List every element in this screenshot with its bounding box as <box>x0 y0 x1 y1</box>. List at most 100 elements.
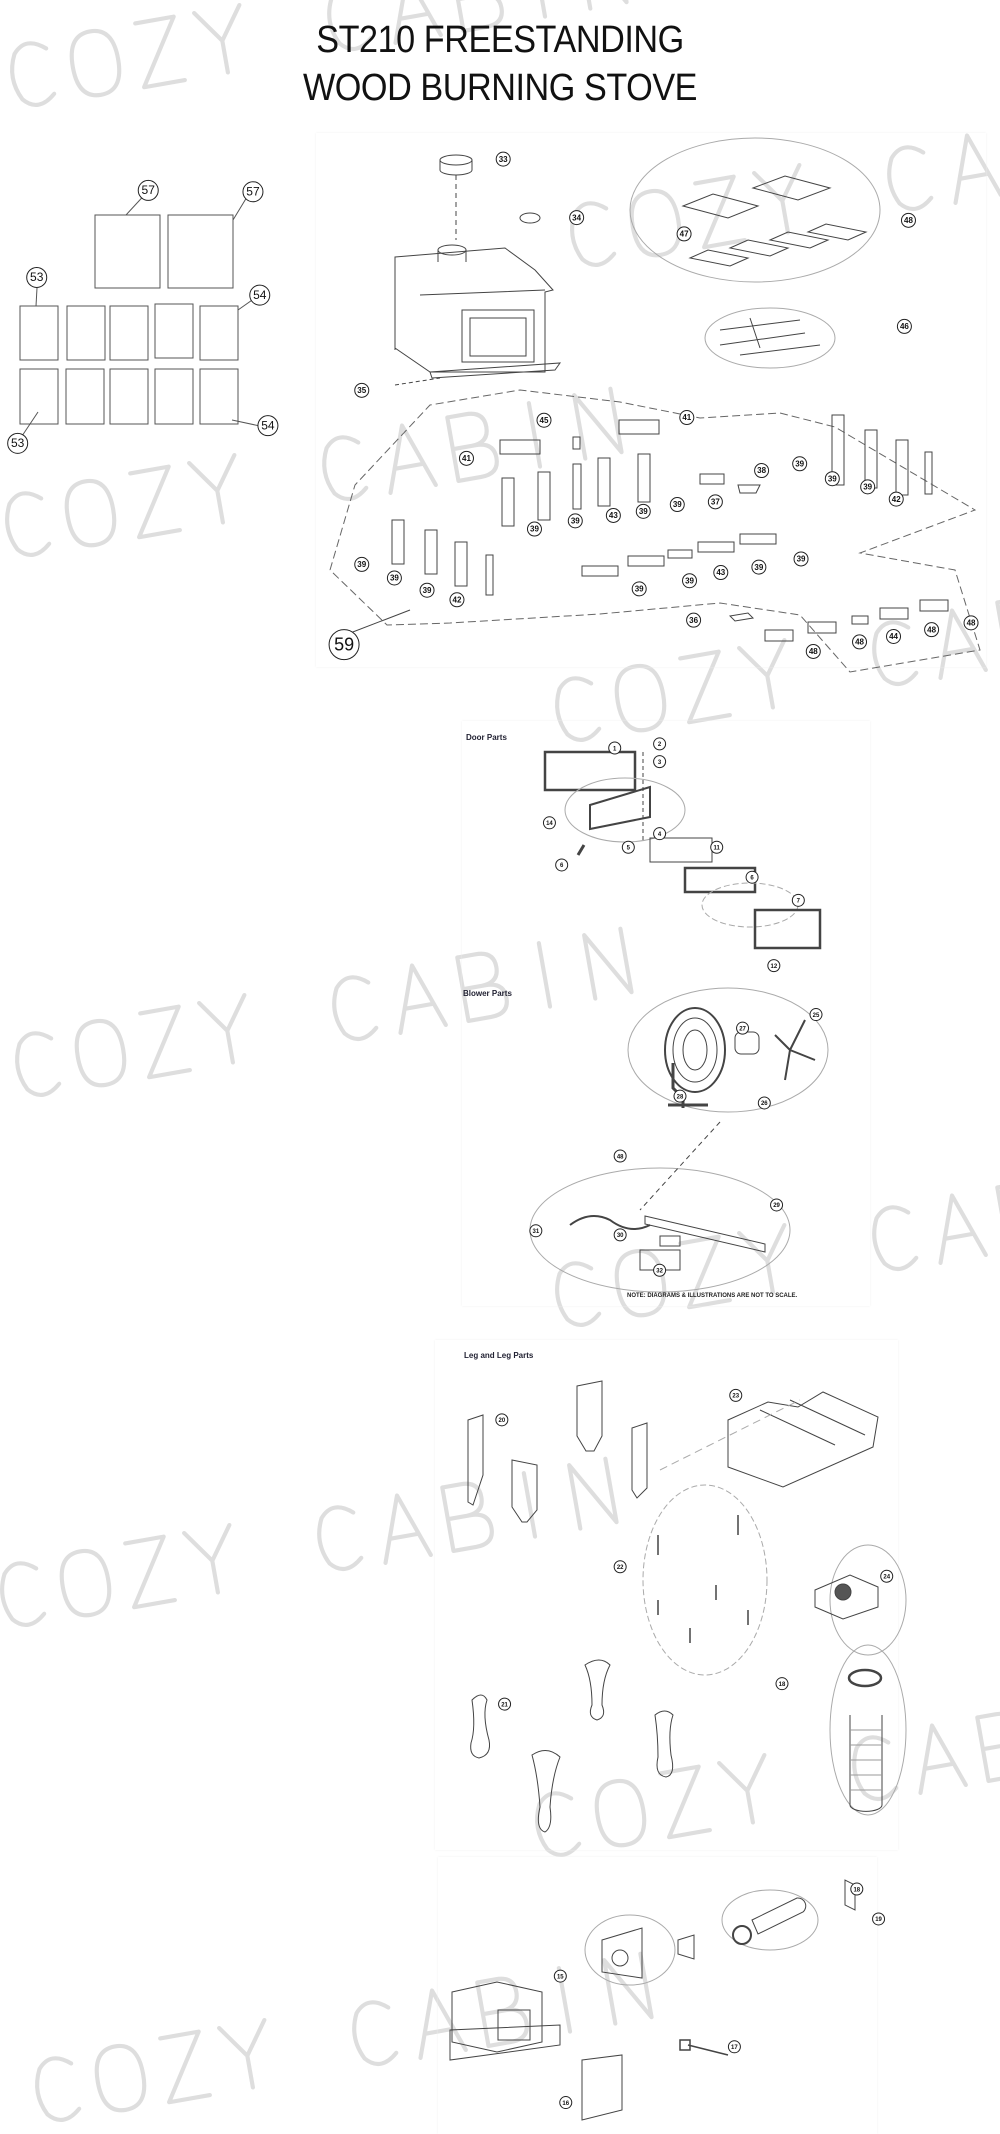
callout-circle <box>805 643 821 659</box>
watermark-logo <box>570 133 1000 267</box>
watermark-glyph <box>678 1234 732 1310</box>
part-callout-54: 54 <box>257 415 279 437</box>
watermark-glyph <box>332 975 379 1042</box>
callout-circle <box>498 1697 512 1711</box>
callout-number: 33 <box>499 155 508 164</box>
callout-circle <box>713 565 729 581</box>
part-callout-12: 12 <box>767 959 781 973</box>
callout-number: 2 <box>658 742 662 748</box>
watermark-glyph <box>388 423 438 495</box>
watermark-glyph <box>455 951 509 1023</box>
part-callout-53: 53 <box>7 432 29 454</box>
callout-circle <box>792 456 808 472</box>
callout-number: 39 <box>754 563 763 572</box>
watermark-glyph <box>614 1248 667 1318</box>
callout-circle <box>886 628 902 644</box>
callout-number: 7 <box>797 899 801 905</box>
part-callout-48: 48 <box>805 643 821 659</box>
watermark-glyph <box>327 0 374 52</box>
watermark-glyph <box>94 2043 147 2113</box>
part-callout-30: 30 <box>613 1228 627 1242</box>
part-callout-54: 54 <box>249 284 271 306</box>
callout-circle <box>567 513 583 529</box>
part-callout-38: 38 <box>754 463 770 479</box>
part-callout-47: 47 <box>676 226 692 242</box>
watermark-glyph <box>59 1548 112 1618</box>
callout-circle <box>896 318 912 334</box>
callout-number: 48 <box>617 1154 624 1160</box>
callout-number: 42 <box>892 495 901 504</box>
part-callout-35: 35 <box>354 382 370 398</box>
part-callout-39: 39 <box>526 521 542 537</box>
watermark-glyph <box>693 174 747 250</box>
page-title-line-2: WOOD BURNING STOVE <box>302 67 698 109</box>
watermark-glyph <box>555 676 602 742</box>
part-callout-2: 2 <box>653 737 667 751</box>
watermark-glyph <box>602 1951 654 2026</box>
watermark-logo <box>10 0 629 107</box>
watermark-glyph <box>717 1752 767 1825</box>
callout-circle <box>775 1677 789 1691</box>
part-callout-21: 21 <box>498 1697 512 1711</box>
callout-number: 39 <box>423 586 432 595</box>
part-callout-7: 7 <box>791 893 805 907</box>
watermark-logo <box>15 926 634 1097</box>
callout-circle <box>880 1569 894 1583</box>
callout-number: 39 <box>685 576 694 585</box>
callout-circle <box>963 615 979 631</box>
callout-circle <box>553 1969 567 1983</box>
part-callout-44: 44 <box>886 628 902 644</box>
callout-number: 4 <box>658 832 662 838</box>
callout-circle <box>631 581 647 597</box>
callout-circle <box>137 179 159 201</box>
callout-circle <box>924 622 940 638</box>
watermark-glyph <box>133 14 187 90</box>
watermark-glyph <box>440 1481 494 1553</box>
callout-number: 57 <box>246 185 260 199</box>
part-callout-41: 41 <box>679 410 695 426</box>
part-callout-39: 39 <box>824 471 840 487</box>
callout-circle <box>754 463 770 479</box>
callout-number: 39 <box>639 507 648 516</box>
callout-circle <box>770 1198 784 1212</box>
callout-number: 12 <box>770 964 777 970</box>
callout-circle <box>872 1912 886 1926</box>
callout-circle <box>559 2096 573 2110</box>
callout-number: 16 <box>562 2101 569 2107</box>
part-callout-39: 39 <box>751 559 767 575</box>
callout-number: 46 <box>900 322 909 331</box>
callout-number: 48 <box>967 619 976 628</box>
callout-circle <box>449 592 465 608</box>
watermark-glyph <box>74 1018 127 1088</box>
part-callout-42: 42 <box>449 592 465 608</box>
callout-number: 26 <box>761 1101 768 1107</box>
callout-number: 31 <box>532 1229 539 1235</box>
callout-circle <box>536 412 552 428</box>
watermark-glyph <box>445 411 499 483</box>
watermark-glyph <box>450 0 504 33</box>
part-callout-31: 31 <box>529 1224 543 1238</box>
callout-number: 6 <box>560 863 564 869</box>
leg-assembly <box>467 1380 907 1833</box>
blower-parts-label: Blower Parts <box>463 989 512 998</box>
watermark-glyph <box>526 401 543 469</box>
callout-number: 43 <box>609 511 618 520</box>
part-callout-39: 39 <box>682 573 698 589</box>
part-callout-34: 34 <box>569 210 585 226</box>
part-callout-32: 32 <box>653 1263 667 1277</box>
callout-circle <box>458 450 474 466</box>
part-callout-43: 43 <box>713 565 729 581</box>
leg-parts-label: Leg and Leg Parts <box>464 1351 534 1360</box>
part-callout-48: 48 <box>963 615 979 631</box>
watermark-glyph <box>535 1791 582 1857</box>
part-callout-5: 5 <box>621 840 635 854</box>
callout-number: 39 <box>797 555 806 564</box>
callout-number: 18 <box>779 1682 786 1688</box>
callout-circle <box>888 491 904 507</box>
callout-circle <box>669 497 685 513</box>
watermark-glyph <box>217 2017 267 2090</box>
part-callout-19: 19 <box>872 1912 886 1926</box>
watermark-glyph <box>572 386 624 461</box>
